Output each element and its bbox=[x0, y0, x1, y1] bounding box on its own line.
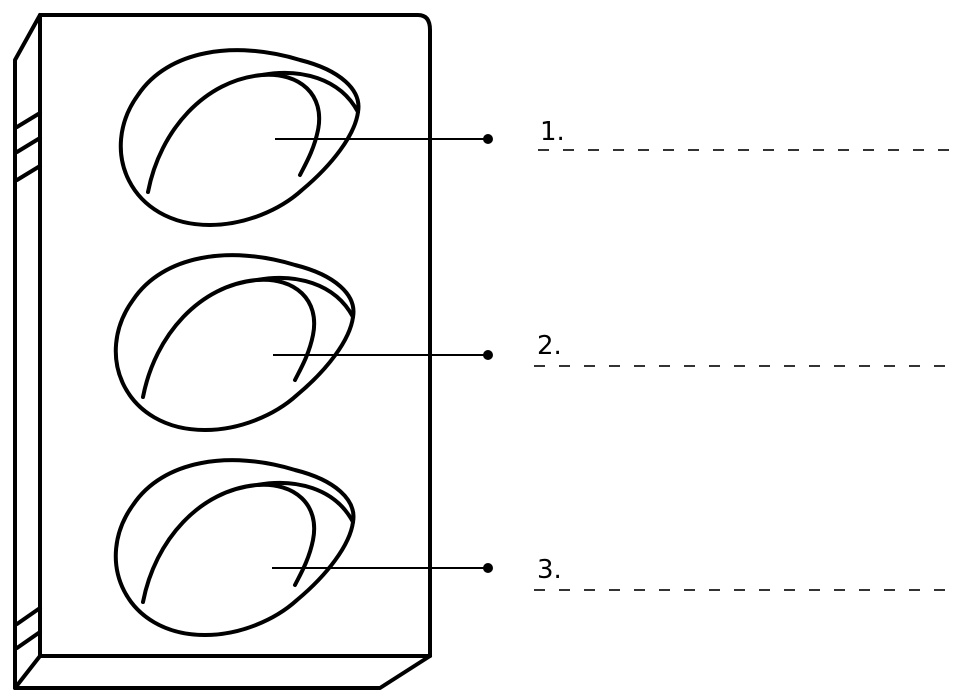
lamp-2-lens bbox=[141, 277, 317, 399]
side-groove bbox=[15, 606, 42, 626]
leader-dot bbox=[483, 563, 493, 573]
side-groove bbox=[15, 630, 42, 650]
lamp-3-outline bbox=[113, 458, 356, 637]
housing-bottom-face bbox=[13, 654, 432, 690]
lamp-3-visor bbox=[255, 480, 355, 524]
side-groove bbox=[15, 164, 42, 182]
lamp-3 bbox=[113, 458, 356, 637]
lamp-3-lens bbox=[141, 482, 317, 604]
lamp-2 bbox=[113, 253, 356, 432]
side-groove bbox=[15, 111, 42, 129]
housing-side-face bbox=[13, 13, 42, 690]
side-groove bbox=[15, 136, 42, 154]
label-3-number: 3. bbox=[537, 555, 562, 585]
lamp-1-lens bbox=[146, 72, 322, 194]
leader-dot bbox=[483, 350, 493, 360]
lamp-1-visor bbox=[260, 70, 360, 114]
lamp-1 bbox=[118, 48, 361, 227]
traffic-light-housing bbox=[13, 13, 432, 690]
label-2-number: 2. bbox=[537, 331, 562, 361]
lamp-1-outline bbox=[118, 48, 361, 227]
housing-front-face bbox=[38, 13, 432, 658]
label-3: 3. bbox=[272, 555, 950, 591]
label-1: 1. bbox=[275, 117, 950, 151]
lamp-2-visor bbox=[255, 275, 355, 319]
lamp-2-outline bbox=[113, 253, 356, 432]
label-1-number: 1. bbox=[540, 117, 565, 147]
label-2: 2. bbox=[273, 331, 950, 367]
leader-dot bbox=[483, 134, 493, 144]
